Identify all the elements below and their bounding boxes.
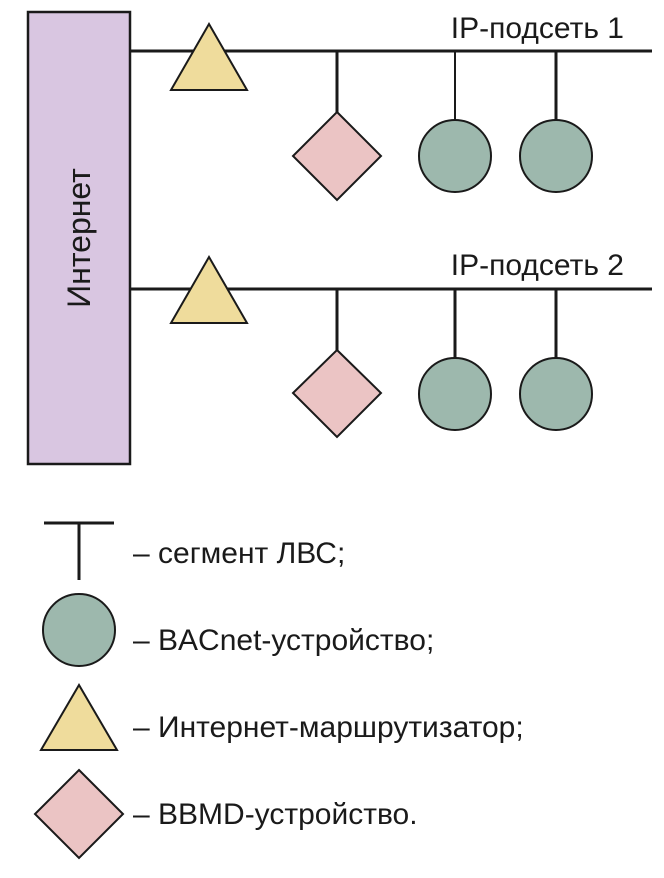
subnet-2: IP-подсеть 2 — [130, 249, 652, 439]
legend-lan-segment-text: – сегмент ЛВС; — [133, 537, 345, 570]
subnet-2-label: IP-подсеть 2 — [451, 249, 624, 282]
bacnet-device-circle — [418, 119, 492, 193]
bbmd-icon — [33, 768, 125, 860]
router-triangle — [169, 21, 249, 91]
lan-segment-icon — [44, 521, 114, 580]
legend: – сегмент ЛВС; – BACnet-устройство; – Ин… — [33, 521, 524, 860]
router-triangle — [169, 254, 249, 324]
bacnet-device-circle — [418, 357, 492, 431]
bacnet-device-circle — [519, 357, 593, 431]
legend-item-router: – Интернет-маршрутизатор; — [39, 683, 524, 751]
bbmd-diamond — [291, 110, 383, 202]
bacnet-device-circle — [519, 119, 593, 193]
legend-item-bacnet: – BACnet-устройство; — [42, 593, 434, 667]
legend-item-lan-segment: – сегмент ЛВС; — [44, 521, 345, 580]
bacnet-device-icon — [42, 593, 116, 667]
legend-bbmd-text: – BBMD-устройство. — [133, 798, 418, 831]
internet-block — [26, 10, 132, 466]
internet-label: Интернет — [61, 168, 97, 308]
subnet-1-label: IP-подсеть 1 — [451, 12, 624, 45]
legend-bacnet-text: – BACnet-устройство; — [133, 624, 434, 657]
subnet-1: IP-подсеть 1 — [130, 12, 652, 202]
legend-router-text: – Интернет-маршрутизатор; — [133, 711, 524, 744]
router-icon — [39, 683, 119, 751]
legend-item-bbmd: – BBMD-устройство. — [33, 768, 418, 860]
bbmd-diamond — [291, 348, 383, 439]
